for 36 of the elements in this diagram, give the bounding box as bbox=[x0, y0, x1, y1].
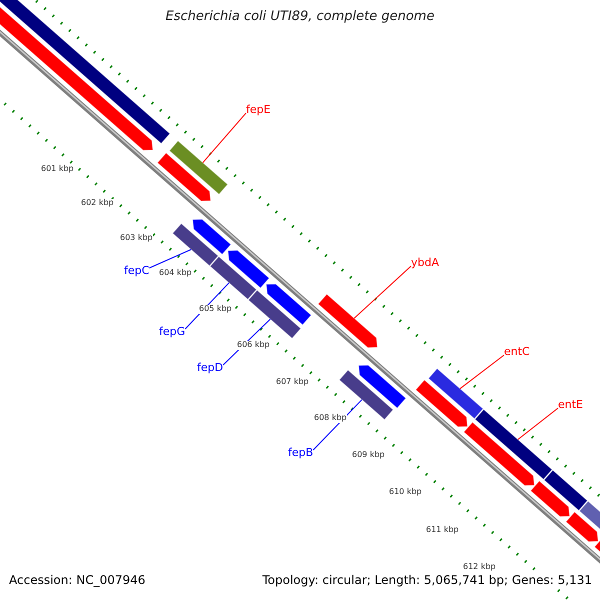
gene-bar bbox=[474, 408, 553, 480]
leader-line bbox=[202, 112, 246, 164]
gene-label: entE bbox=[558, 399, 584, 412]
gene-bar bbox=[428, 368, 484, 420]
gene-label: fepC bbox=[124, 265, 150, 278]
title: Escherichia coli UTI89, complete genome bbox=[164, 10, 436, 24]
scale-label: 606 kbp bbox=[237, 341, 270, 350]
footer-text: Accession: NC_007946 bbox=[9, 574, 146, 588]
scale-label: 612 kbp bbox=[463, 563, 496, 572]
footer-text: Topology: circular; Length: 5,065,741 bp; Genes: 5,131 bbox=[262, 574, 592, 588]
scale-label: 605 kbp bbox=[199, 305, 232, 314]
scale-label: 611 kbp bbox=[426, 526, 459, 535]
scale-label: 610 kbp bbox=[389, 488, 422, 497]
gene-label: fepB bbox=[288, 447, 314, 460]
gene-label: fepD bbox=[197, 362, 224, 374]
gene-feature bbox=[318, 294, 378, 348]
leader-line bbox=[517, 408, 558, 440]
gene-label: fepE bbox=[246, 104, 271, 116]
leader-line bbox=[460, 354, 504, 390]
scale-label: 601 kbp bbox=[41, 165, 74, 174]
gene-label: entC bbox=[504, 346, 530, 358]
gene-bar bbox=[210, 256, 257, 300]
scale-label: 608 kbp bbox=[314, 414, 347, 423]
gene-label: fepG bbox=[159, 326, 186, 338]
scale-label: 609 kbp bbox=[352, 451, 385, 460]
scale-label: 602 kbp bbox=[81, 199, 114, 208]
gene-bar bbox=[172, 223, 219, 266]
scale-label: 607 kbp bbox=[276, 378, 309, 387]
gene-label: ybdA bbox=[411, 257, 439, 270]
scale-label: 603 kbp bbox=[120, 234, 153, 243]
leader-line bbox=[312, 399, 362, 450]
gene-bar bbox=[248, 290, 302, 339]
gene-bar bbox=[168, 140, 228, 195]
scale-label: 604 kbp bbox=[159, 269, 192, 278]
leader-line bbox=[148, 249, 192, 268]
leader-line bbox=[354, 266, 412, 319]
